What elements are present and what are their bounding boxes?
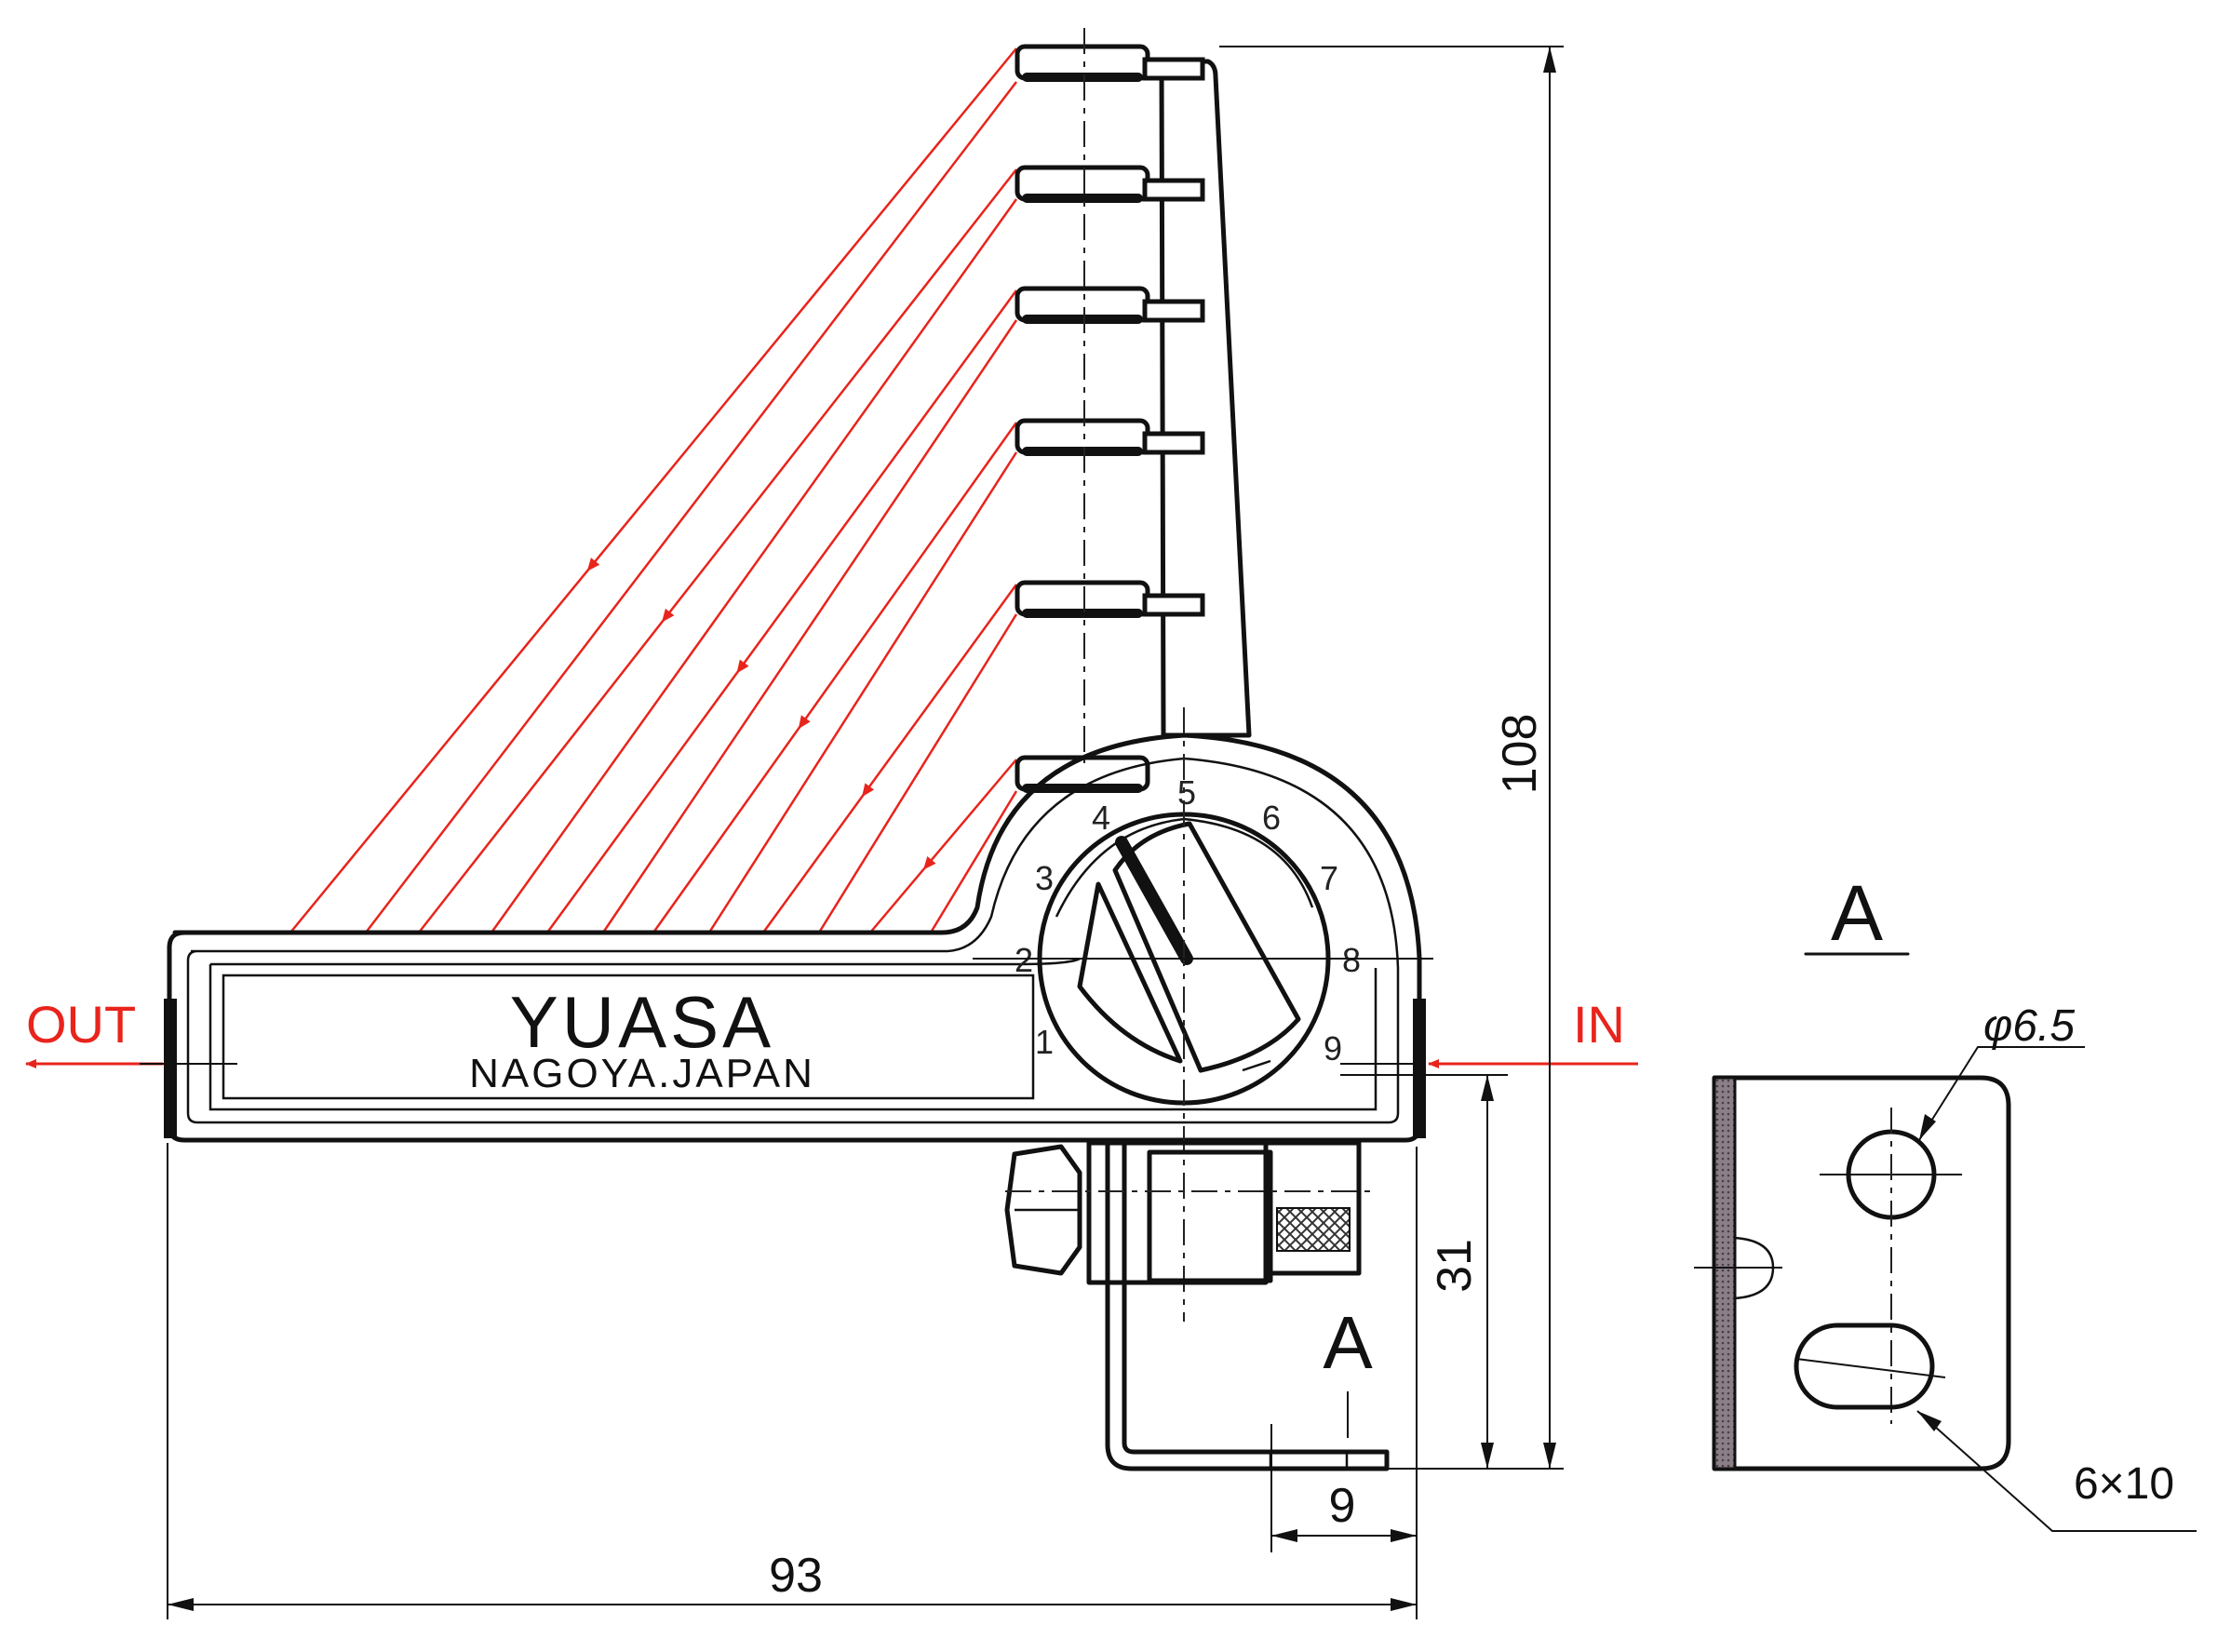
end-cap-right xyxy=(1413,999,1426,1138)
section-title: A xyxy=(1831,869,1883,957)
nameplate-frame-inner xyxy=(222,974,1035,1100)
dial-number: 9 xyxy=(1324,1029,1342,1068)
flow-arrowhead xyxy=(662,608,675,623)
main-body-inner xyxy=(186,757,1400,1124)
vertical-post xyxy=(1159,59,1252,738)
flow-line xyxy=(761,584,1018,933)
dimension-31: 31 xyxy=(1340,1074,1508,1469)
flow-line xyxy=(817,613,1018,933)
flow-arrowhead xyxy=(586,557,600,571)
flow-line xyxy=(869,759,1017,933)
coil-roller xyxy=(1015,165,1205,203)
nameplate-frame xyxy=(208,957,1378,1111)
flow-line xyxy=(601,319,1018,933)
adjustment-dial: 1 2 34 5 6 7 8 9 xyxy=(1015,773,1361,1106)
coil-roller xyxy=(1015,286,1205,324)
flow-line xyxy=(545,289,1018,933)
dial-number: 4 xyxy=(1092,799,1110,837)
dial-pointer xyxy=(1115,836,1193,965)
dial-number: 8 xyxy=(1342,941,1361,979)
mounting-bracket xyxy=(1004,1140,1390,1471)
dial-number: 2 xyxy=(1015,941,1033,979)
origin-label: NAGOYA.JAPAN xyxy=(469,1051,815,1096)
hole-diameter-label: φ6.5 xyxy=(1983,1001,2075,1051)
hex-nut xyxy=(1004,1144,1082,1276)
dial-numbers: 1 2 34 5 6 7 8 9 xyxy=(1015,773,1361,1068)
flow-line xyxy=(929,790,1018,933)
dial-number: 7 xyxy=(1320,859,1338,897)
dimension-93: 93 xyxy=(167,1143,1417,1619)
coil-roller xyxy=(1015,418,1205,456)
flow-arrowhead xyxy=(862,783,875,798)
flow-lines xyxy=(289,47,1018,933)
flow-arrowhead xyxy=(798,715,811,730)
section-mark-front: A xyxy=(1323,1301,1373,1384)
brand-label: YUASA xyxy=(510,981,774,1063)
bracket-plate xyxy=(1712,1075,2011,1471)
dimension-9: 9 xyxy=(1270,1147,1418,1619)
dial-knob xyxy=(1077,821,1301,1073)
dial-number: 5 xyxy=(1177,773,1196,812)
plate-edge-hatch xyxy=(1713,1076,1737,1471)
flow-line xyxy=(365,81,1017,933)
coil-roller xyxy=(1015,580,1205,618)
flow-arrowhead xyxy=(922,856,936,870)
overall-height-value: 108 xyxy=(1493,714,1547,795)
flow-arrowhead xyxy=(736,659,749,674)
end-cap-left xyxy=(164,999,177,1138)
out-label: OUT xyxy=(26,995,136,1054)
mounting-slot xyxy=(1794,1323,1935,1410)
overall-width-value: 93 xyxy=(769,1549,823,1603)
in-label: IN xyxy=(1573,995,1625,1054)
coil-roller xyxy=(1015,44,1205,82)
dial-number: 1 xyxy=(1035,1023,1054,1061)
flow-line xyxy=(490,198,1018,933)
flow-line xyxy=(289,47,1017,933)
base-height-value: 31 xyxy=(1428,1239,1482,1293)
dial-number: 3 xyxy=(1035,859,1054,897)
dial-number: 6 xyxy=(1262,799,1281,837)
flow-line xyxy=(652,422,1018,933)
flow-line xyxy=(418,168,1017,933)
section-view-a: A φ6.5 6×10 xyxy=(1694,869,2197,1532)
dimension-108: 108 xyxy=(1219,46,1564,1470)
flow-line xyxy=(707,451,1018,933)
foot-width-value: 9 xyxy=(1329,1479,1356,1533)
knurled-grip xyxy=(1276,1207,1351,1252)
coil-rollers xyxy=(1015,44,1205,793)
slot-size-label: 6×10 xyxy=(2074,1459,2174,1509)
